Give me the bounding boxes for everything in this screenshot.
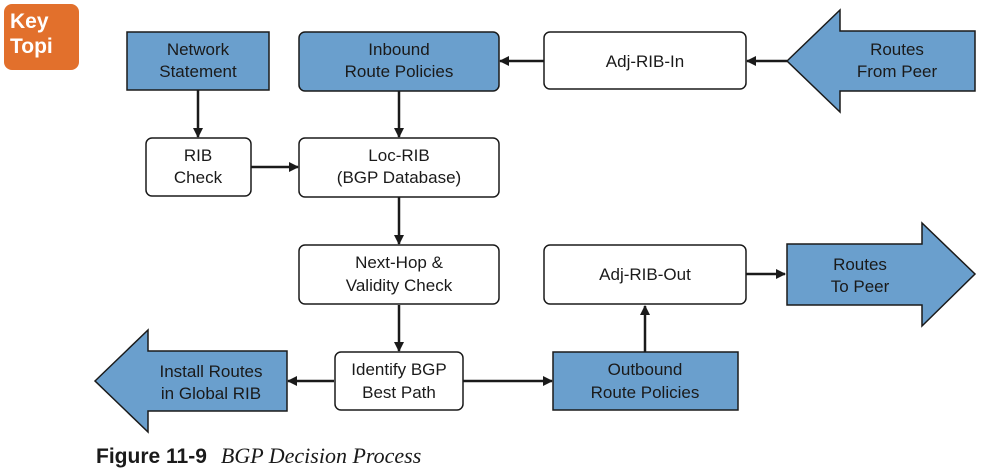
figure-number: Figure 11-9	[96, 445, 207, 468]
rib-check-line2: Check	[174, 168, 223, 187]
outbound-route-policies-line2: Route Policies	[591, 383, 700, 402]
loc-rib-line2: (BGP Database)	[337, 168, 461, 187]
key-topic-line2: Topi	[10, 35, 53, 58]
adj-rib-out-label: Adj-RIB-Out	[599, 265, 691, 284]
rib-check-line1: RIB	[184, 146, 212, 165]
routes-to-peer-line2: To Peer	[831, 277, 890, 296]
routes-from-peer-line2: From Peer	[857, 62, 938, 81]
next-hop-validity-check-box: Next-Hop & Validity Check	[298, 244, 500, 305]
identify-best-path-box: Identify BGP Best Path	[334, 351, 464, 411]
key-topic-badge-bg	[4, 4, 79, 70]
figure-caption: Figure 11-9 BGP Decision Process	[96, 443, 421, 469]
rib-check-box: RIB Check	[145, 137, 252, 197]
next-hop-validity-line2: Validity Check	[346, 276, 453, 295]
identify-best-path-line1: Identify BGP	[351, 360, 446, 379]
install-routes-line1: Install Routes	[160, 362, 263, 381]
identify-best-path-line2: Best Path	[362, 383, 436, 402]
routes-to-peer-arrow: Routes To Peer	[786, 221, 977, 328]
inbound-route-policies-box: Inbound Route Policies	[298, 31, 500, 92]
network-statement-box: Network Statement	[126, 31, 270, 91]
loc-rib-box: Loc-RIB (BGP Database)	[298, 137, 500, 198]
outbound-route-policies-line1: Outbound	[608, 360, 683, 379]
network-statement-line1: Network	[167, 40, 230, 59]
routes-from-peer-arrow: Routes From Peer	[785, 8, 976, 114]
key-topic-badge: Key Topi	[4, 4, 79, 70]
adj-rib-in-label: Adj-RIB-In	[606, 52, 684, 71]
adj-rib-in-box: Adj-RIB-In	[543, 31, 747, 90]
network-statement-line2: Statement	[159, 62, 237, 81]
figure-title: BGP Decision Process	[220, 443, 422, 468]
loc-rib-line1: Loc-RIB	[368, 146, 429, 165]
connectors	[193, 56, 787, 386]
key-topic-line1: Key	[10, 10, 49, 33]
next-hop-validity-line1: Next-Hop &	[355, 253, 444, 272]
outbound-route-policies-box: Outbound Route Policies	[552, 351, 739, 411]
routes-to-peer-line1: Routes	[833, 255, 887, 274]
install-routes-arrow: Install Routes in Global RIB	[93, 328, 288, 434]
install-routes-line2: in Global RIB	[161, 384, 261, 403]
routes-from-peer-line1: Routes	[870, 40, 924, 59]
adj-rib-out-box: Adj-RIB-Out	[543, 244, 747, 305]
inbound-route-policies-line1: Inbound	[368, 40, 429, 59]
inbound-route-policies-line2: Route Policies	[345, 62, 454, 81]
